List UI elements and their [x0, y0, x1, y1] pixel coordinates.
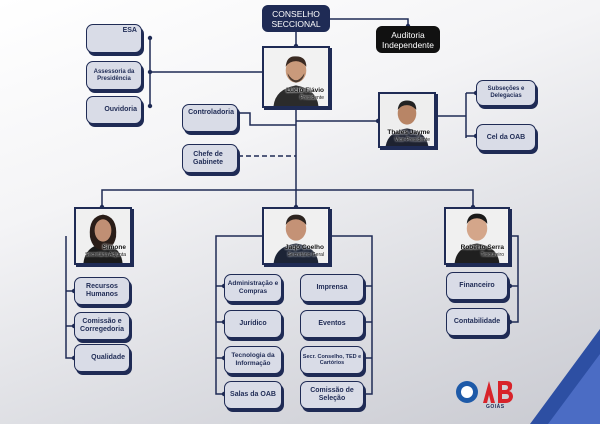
audit-box: Auditoria Independente	[376, 26, 440, 53]
salas-label: Salas da OAB	[230, 391, 276, 398]
esa-label: ESA	[122, 27, 137, 34]
controladoria-box: Controladoria	[182, 104, 238, 132]
secretary-adj-photo	[76, 209, 130, 263]
corner-decoration	[530, 329, 600, 424]
ouvidoria-label: Ouvidoria	[104, 106, 137, 113]
eventos-label: Eventos	[318, 320, 346, 327]
juridico-box: Jurídico	[224, 310, 282, 338]
comissao-corr-box: Comissão e Corregedoria	[74, 312, 130, 340]
admin-label: Administração e Compras	[227, 280, 279, 295]
secretary-gen-card: Jaqó Coelho Secretário Geral	[262, 207, 330, 265]
eventos-box: Eventos	[300, 310, 364, 338]
financeiro-box: Financeiro	[446, 272, 508, 300]
president-card: Lúcio Flávio Presidente	[262, 46, 330, 108]
president-name: Lúcio Flávio	[286, 87, 324, 94]
secretary-gen-role: Secretário Geral	[287, 252, 324, 258]
financeiro-label: Financeiro	[459, 282, 495, 289]
comissao-corr-label: Comissão e Corregedoria	[80, 318, 124, 333]
vice-card: Thales Jayme Vice-Presidente	[378, 92, 436, 148]
treasurer-role: Tesoureiro	[480, 252, 504, 258]
council-box: CONSELHO SECCIONAL	[262, 5, 330, 32]
secr-conselho-label: Secr. Conselho, TED e Cartórios	[302, 353, 362, 367]
treasurer-photo	[446, 209, 508, 263]
secretary-gen-name: Jaqó Coelho	[284, 244, 324, 251]
subsecoes-box: Subseções e Delegacias	[476, 80, 536, 106]
secr-conselho-box: Secr. Conselho, TED e Cartórios	[300, 346, 364, 374]
cel-label: Cel da OAB	[486, 133, 526, 141]
imprensa-label: Imprensa	[316, 284, 348, 291]
council-label: CONSELHO SECCIONAL	[271, 8, 321, 29]
vice-role: Vice-Presidente	[394, 137, 430, 143]
comissao-sel-label: Comissão de Seleção	[310, 387, 354, 402]
chefe-label: Chefe de Gabinete	[193, 150, 223, 166]
contabilidade-box: Contabilidade	[446, 308, 508, 336]
tecnologia-label: Tecnologia da Informação	[231, 352, 275, 367]
imprensa-box: Imprensa	[300, 274, 364, 302]
secretary-adj-role: Secretária Adjunta	[85, 252, 126, 258]
ouvidoria-box: Ouvidoria	[86, 96, 142, 124]
treasurer-name: Roberto Serra	[460, 244, 504, 251]
comissao-sel-box: Comissão de Seleção	[300, 381, 364, 409]
oab-logo-subtitle: GOIÁS	[486, 404, 505, 410]
salas-box: Salas da OAB	[224, 381, 282, 409]
controladoria-label: Controladoria	[188, 109, 234, 116]
admin-box: Administração e Compras	[224, 274, 282, 302]
audit-label: Auditoria Independente	[382, 29, 434, 50]
secretary-adj-name: Simone	[102, 244, 126, 251]
president-role: Presidente	[300, 95, 324, 101]
qualidade-box: Qualidade	[74, 344, 130, 372]
juridico-label: Jurídico	[239, 320, 267, 327]
secretary-adj-card: Simone Secretária Adjunta	[74, 207, 132, 265]
president-photo	[264, 48, 328, 106]
esa-box: ESA	[86, 24, 142, 53]
assessoria-box: Assessoria da Presidência	[86, 61, 142, 90]
recursos-box: Recursos Humanos	[74, 277, 130, 305]
treasurer-card: Roberto Serra Tesoureiro	[444, 207, 510, 265]
cel-box: Cel da OAB	[476, 124, 536, 151]
contabilidade-label: Contabilidade	[453, 318, 501, 325]
vice-name: Thales Jayme	[387, 129, 430, 136]
oab-logo	[456, 381, 513, 403]
assessoria-label: Assessoria da Presidência	[93, 68, 135, 82]
tecnologia-box: Tecnologia da Informação	[224, 346, 282, 374]
recursos-label: Recursos Humanos	[86, 283, 118, 298]
chefe-box: Chefe de Gabinete	[182, 144, 238, 173]
vice-photo	[380, 94, 434, 146]
secretary-gen-photo	[264, 209, 328, 263]
qualidade-label: Qualidade	[91, 354, 125, 361]
subsecoes-label: Subseções e Delegacias	[487, 86, 525, 99]
